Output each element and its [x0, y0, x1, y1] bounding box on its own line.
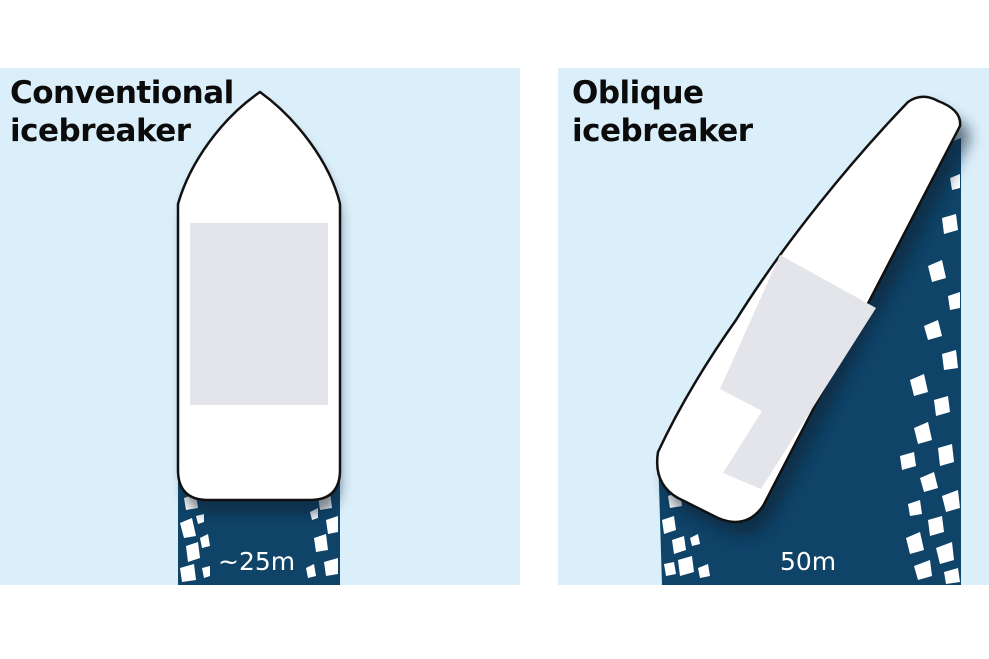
conventional-diagram [176, 90, 342, 585]
oblique-title-line1: Oblique [572, 75, 704, 111]
conventional-panel: Conventional icebreaker [0, 68, 520, 585]
conventional-title-line1: Conventional [10, 75, 234, 111]
oblique-title: Oblique icebreaker [572, 74, 753, 150]
oblique-diagram [655, 95, 970, 585]
oblique-channel-width: 50m [780, 547, 837, 576]
conventional-title: Conventional icebreaker [10, 74, 234, 150]
oblique-panel: Oblique icebreaker [558, 68, 989, 585]
oblique-title-line2: icebreaker [572, 113, 753, 149]
conventional-title-line2: icebreaker [10, 113, 191, 149]
conventional-channel-width: ~25m [218, 547, 296, 576]
conventional-ship-deck [190, 223, 328, 405]
oblique-ship-deck [720, 255, 876, 489]
